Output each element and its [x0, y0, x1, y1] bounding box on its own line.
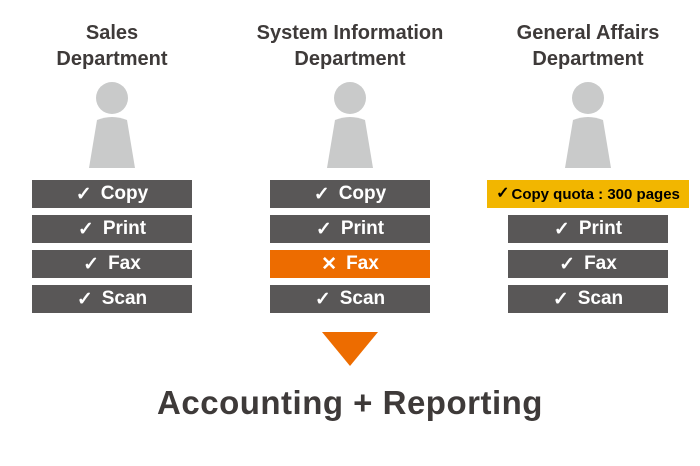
check-icon: ✓: [77, 218, 94, 240]
check-icon: ✓: [75, 183, 92, 205]
accounting-reporting-title: Accounting + Reporting: [157, 384, 543, 421]
bar-print: ✓ Print: [32, 215, 192, 243]
check-icon: ✓: [496, 185, 510, 202]
bar-scan: ✓ Scan: [270, 285, 430, 313]
column-title: System Information Department: [257, 20, 444, 74]
column-title-line2: Department: [56, 48, 168, 71]
bar-label: Print: [578, 218, 623, 239]
column-title-line2: Department: [294, 48, 406, 71]
capability-list: ✓ Copy ✓ Print ✓ Fax ✓ Scan: [11, 180, 213, 320]
bar-print: ✓ Print: [270, 215, 430, 243]
cross-icon: ✕: [321, 253, 338, 275]
capability-list: ✓ Copy ✓ Print ✕ Fax ✓ Scan: [249, 180, 451, 320]
column-title-line2: Department: [532, 48, 644, 71]
person-icon: [317, 82, 383, 168]
bar-copy: ✓ Copy: [32, 180, 192, 208]
check-icon: ✓: [83, 253, 100, 275]
bar-scan: ✓ Scan: [32, 285, 192, 313]
bar-label: Fax: [584, 253, 617, 274]
bar-label: Scan: [577, 288, 624, 309]
column-sales-department: Sales Department ✓ Copy ✓ Print: [11, 20, 213, 320]
bar-fax: ✓ Fax: [508, 250, 668, 278]
columns-row: Sales Department ✓ Copy ✓ Print: [0, 20, 700, 320]
bar-copy-quota: ✓ Copy quota : 300 pages: [487, 180, 689, 208]
capability-list: ✓ Copy quota : 300 pages ✓ Print ✓ Fax ✓…: [487, 180, 689, 320]
column-title-line1: System Information: [256, 22, 444, 44]
column-system-information-department: System Information Department ✓ Copy ✓ P…: [249, 20, 451, 320]
person-icon: [79, 82, 145, 168]
bar-label: Copy: [338, 183, 387, 204]
bar-print: ✓ Print: [508, 215, 668, 243]
check-icon: ✓: [559, 253, 576, 275]
bar-label: Scan: [101, 288, 148, 309]
column-title-line1: Sales: [85, 22, 139, 44]
check-icon: ✓: [313, 183, 330, 205]
check-icon: ✓: [552, 288, 569, 310]
bar-scan: ✓ Scan: [508, 285, 668, 313]
check-icon: ✓: [314, 288, 331, 310]
check-icon: ✓: [315, 218, 332, 240]
down-arrow-icon: [322, 332, 378, 366]
check-icon: ✓: [553, 218, 570, 240]
bar-label: Print: [340, 218, 385, 239]
person-icon: [555, 82, 621, 168]
column-general-affairs-department: General Affairs Department ✓ Copy quota …: [487, 20, 689, 320]
bar-label: Print: [102, 218, 147, 239]
bar-label: Copy quota : 300 pages: [511, 185, 680, 203]
bar-copy: ✓ Copy: [270, 180, 430, 208]
bar-label: Fax: [108, 253, 141, 274]
check-icon: ✓: [76, 288, 93, 310]
bar-fax-disabled: ✕ Fax: [270, 250, 430, 278]
bar-label: Copy: [100, 183, 149, 204]
column-title: Sales Department: [56, 20, 167, 74]
bar-label: Scan: [339, 288, 386, 309]
column-title: General Affairs Department: [517, 20, 660, 74]
column-title-line1: General Affairs: [516, 22, 660, 44]
bar-fax: ✓ Fax: [32, 250, 192, 278]
bar-label: Fax: [346, 253, 379, 274]
